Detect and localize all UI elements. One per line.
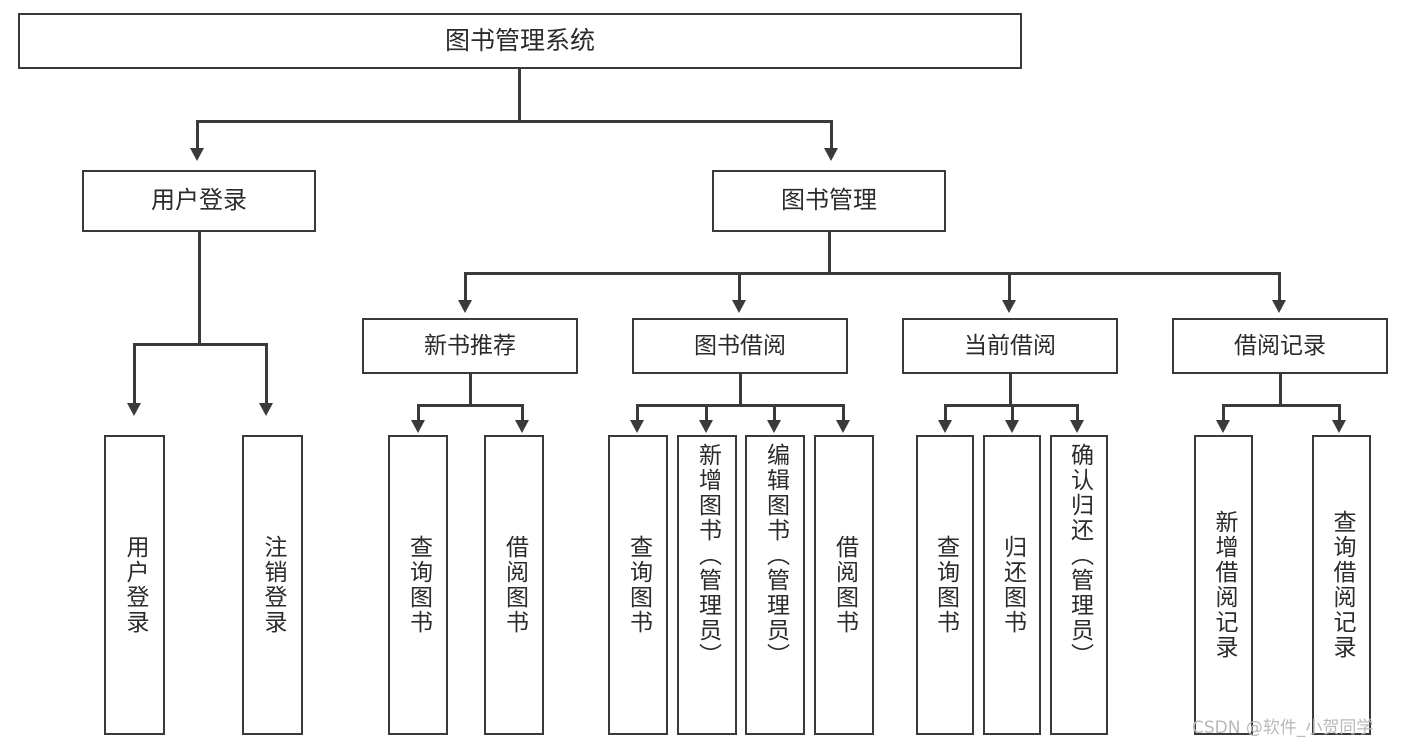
connector-current-borrow-drop-1 [944, 404, 947, 422]
leaf-query-book-3[interactable]: 查询图书 [916, 435, 974, 735]
node-current-borrow[interactable]: 当前借阅 [902, 318, 1118, 374]
leaf-add-record-label: 新增借阅记录 [1211, 510, 1237, 660]
arrow-to-leaf-edit-book [767, 420, 781, 433]
leaf-add-record[interactable]: 新增借阅记录 [1194, 435, 1253, 735]
connector-root-bus [196, 120, 833, 123]
node-borrow-record[interactable]: 借阅记录 [1172, 318, 1388, 374]
connector-level3-drop-3 [1008, 272, 1011, 302]
leaf-user-login-label: 用户登录 [122, 535, 148, 635]
arrow-to-book-borrow [732, 300, 746, 313]
arrow-to-leaf-add-record [1216, 420, 1230, 433]
leaf-borrow-book-1[interactable]: 借阅图书 [484, 435, 544, 735]
node-root-label: 图书管理系统 [444, 25, 595, 55]
connector-level3-drop-4 [1278, 272, 1281, 302]
leaf-borrow-book-2[interactable]: 借阅图书 [814, 435, 874, 735]
connector-current-borrow-stem [1009, 374, 1012, 406]
node-current-borrow-label: 当前借阅 [964, 332, 1056, 359]
node-user-login[interactable]: 用户登录 [82, 170, 316, 232]
node-new-book-rec-label: 新书推荐 [424, 332, 516, 359]
leaf-borrow-book-2-label: 借阅图书 [831, 535, 858, 635]
arrow-to-leaf-query-record [1332, 420, 1346, 433]
connector-level3-drop-1 [464, 272, 467, 302]
leaf-edit-book-label: 编辑图书（管理员） [762, 443, 789, 668]
connector-current-borrow-drop-3 [1076, 404, 1079, 422]
node-book-manage-label: 图书管理 [781, 186, 877, 215]
connector-book-borrow-drop-2 [705, 404, 708, 422]
connector-borrow-record-drop-2 [1338, 404, 1341, 422]
connector-user-login-stem [198, 232, 201, 345]
connector-user-login-drop-1 [133, 343, 136, 405]
leaf-edit-book[interactable]: 编辑图书（管理员） [745, 435, 805, 735]
leaf-query-record-label: 查询借阅记录 [1329, 510, 1355, 660]
connector-level3-drop-2 [738, 272, 741, 302]
leaf-confirm-return[interactable]: 确认归还（管理员） [1050, 435, 1108, 735]
node-book-borrow[interactable]: 图书借阅 [632, 318, 848, 374]
connector-new-book-rec-stem [469, 374, 472, 406]
connector-book-borrow-drop-1 [636, 404, 639, 422]
connector-book-borrow-drop-3 [773, 404, 776, 422]
arrow-to-leaf-user-login [127, 403, 141, 416]
arrow-to-leaf-add-book [699, 420, 713, 433]
arrow-to-current-borrow [1002, 300, 1016, 313]
connector-borrow-record-stem [1279, 374, 1282, 406]
leaf-borrow-book-1-label: 借阅图书 [501, 535, 528, 635]
leaf-logout-label: 注销登录 [260, 535, 286, 635]
node-borrow-record-label: 借阅记录 [1234, 332, 1326, 359]
leaf-query-book-2-label: 查询图书 [625, 535, 652, 635]
leaf-query-book-3-label: 查询图书 [932, 535, 959, 635]
connector-root-stem [518, 69, 521, 121]
connector-new-book-rec-drop-2 [521, 404, 524, 422]
connector-book-borrow-bus [636, 404, 844, 407]
connector-new-book-rec-bus [417, 404, 523, 407]
arrow-to-leaf-query-book-3 [938, 420, 952, 433]
connector-book-borrow-drop-4 [842, 404, 845, 422]
arrow-to-borrow-record [1272, 300, 1286, 313]
leaf-confirm-return-label: 确认归还（管理员） [1066, 443, 1093, 668]
arrow-to-leaf-confirm-return [1070, 420, 1084, 433]
node-user-login-label: 用户登录 [151, 186, 247, 215]
connector-book-manage-stem [828, 232, 831, 274]
arrow-to-leaf-borrow-book-1 [515, 420, 529, 433]
connector-root-drop-right [830, 120, 833, 150]
leaf-return-book-label: 归还图书 [999, 535, 1026, 635]
connector-borrow-record-drop-1 [1222, 404, 1225, 422]
arrow-to-book-manage [824, 148, 838, 161]
leaf-return-book[interactable]: 归还图书 [983, 435, 1041, 735]
connector-current-borrow-drop-2 [1011, 404, 1014, 422]
connector-user-login-bus [133, 343, 267, 346]
arrow-to-new-book-rec [458, 300, 472, 313]
leaf-user-login[interactable]: 用户登录 [104, 435, 165, 735]
leaf-add-book-label: 新增图书（管理员） [694, 443, 721, 668]
leaf-query-book-2[interactable]: 查询图书 [608, 435, 668, 735]
arrow-to-leaf-borrow-book-2 [836, 420, 850, 433]
connector-level3-bus [464, 272, 1280, 275]
connector-new-book-rec-drop-1 [417, 404, 420, 422]
leaf-logout[interactable]: 注销登录 [242, 435, 303, 735]
node-new-book-rec[interactable]: 新书推荐 [362, 318, 578, 374]
node-root[interactable]: 图书管理系统 [18, 13, 1022, 69]
connector-user-login-drop-2 [265, 343, 268, 405]
arrow-to-leaf-return-book [1005, 420, 1019, 433]
connector-borrow-record-bus [1222, 404, 1340, 407]
arrow-to-leaf-query-book-1 [411, 420, 425, 433]
leaf-query-book-1-label: 查询图书 [405, 535, 432, 635]
leaf-query-book-1[interactable]: 查询图书 [388, 435, 448, 735]
connector-root-drop-left [196, 120, 199, 150]
leaf-query-record[interactable]: 查询借阅记录 [1312, 435, 1371, 735]
leaf-add-book[interactable]: 新增图书（管理员） [677, 435, 737, 735]
arrow-to-user-login [190, 148, 204, 161]
arrow-to-leaf-query-book-2 [630, 420, 644, 433]
node-book-borrow-label: 图书借阅 [694, 332, 786, 359]
connector-book-borrow-stem [739, 374, 742, 406]
arrow-to-leaf-logout [259, 403, 273, 416]
node-book-manage[interactable]: 图书管理 [712, 170, 946, 232]
